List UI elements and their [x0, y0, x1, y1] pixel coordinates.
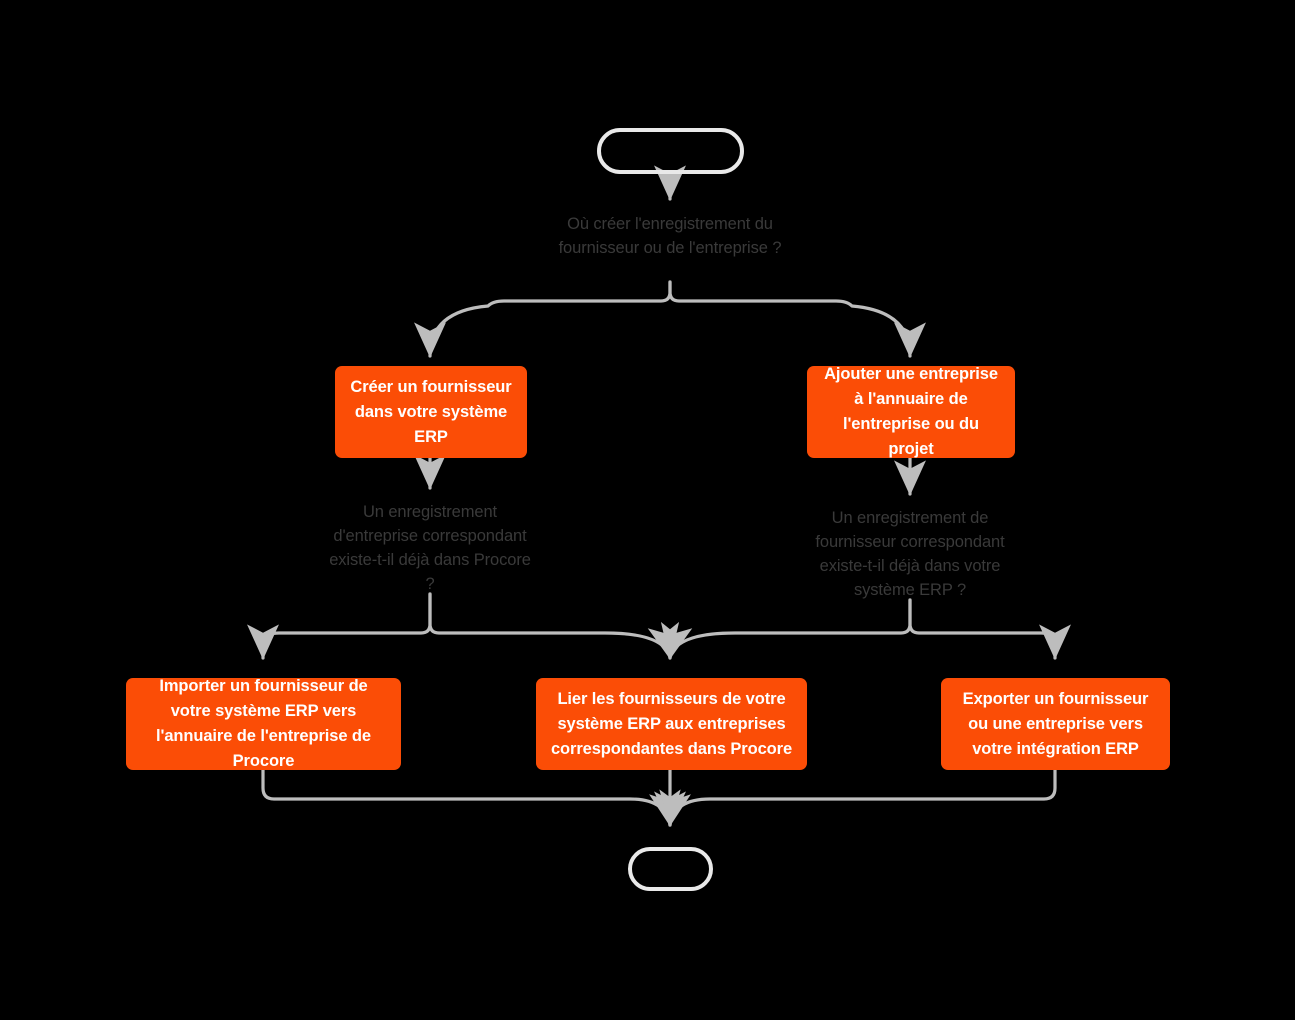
- process-box-import-vendor[interactable]: Importer un fournisseur de votre système…: [126, 677, 401, 770]
- edge-decision3-to-export: [908, 598, 1071, 660]
- decision-label-vendor-exists-in-erp: Un enregistrement de fournisseur corresp…: [815, 509, 1005, 599]
- decision-label-company-exists-in-procore: Un enregistrement d'entreprise correspon…: [329, 503, 531, 593]
- process-box-link-vendors[interactable]: Lier les fournisseurs de votre système E…: [536, 678, 807, 770]
- edge-decision1-to-directory: [668, 280, 926, 358]
- process-box-create-vendor-erp-label: Créer un fournisseur dans votre système …: [350, 377, 512, 446]
- edge-decision3-to-link-right: [660, 598, 912, 660]
- edge-import-to-end: [261, 768, 681, 827]
- edge-decision2-to-link-left: [428, 592, 680, 660]
- process-box-link-vendors-label: Lier les fournisseurs de votre système E…: [550, 689, 793, 758]
- end-terminal-node[interactable]: [628, 847, 713, 891]
- edge-export-to-end: [659, 768, 1057, 827]
- process-box-import-vendor-label: Importer un fournisseur de votre système…: [156, 677, 371, 770]
- process-box-add-company-directory-label: Ajouter une entreprise à l'annuaire de l…: [824, 365, 998, 458]
- decision-label-where-to-create: Où créer l'enregistrement du fournisseur…: [558, 215, 782, 257]
- start-terminal-node[interactable]: [597, 128, 744, 174]
- process-box-create-vendor-erp[interactable]: Créer un fournisseur dans votre système …: [335, 366, 527, 458]
- process-box-export-vendor-label: Exporter un fournisseur ou une entrepris…: [962, 689, 1149, 758]
- process-box-add-company-directory[interactable]: Ajouter une entreprise à l'annuaire de l…: [807, 365, 1015, 458]
- process-box-export-vendor[interactable]: Exporter un fournisseur ou une entrepris…: [941, 678, 1170, 770]
- edge-decision1-to-erp: [414, 280, 672, 358]
- edge-decision2-to-import: [247, 592, 432, 660]
